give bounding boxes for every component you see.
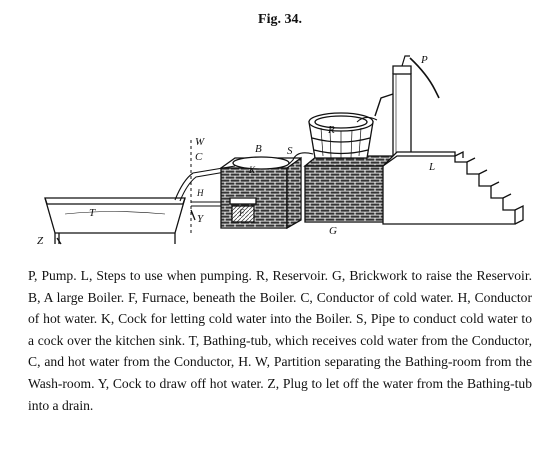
- boiler-furnace: [220, 156, 302, 230]
- label-y: Y: [197, 213, 205, 225]
- label-h: H: [196, 188, 204, 198]
- label-c: C: [195, 151, 203, 163]
- label-g: G: [329, 225, 337, 237]
- drain-plug: [56, 237, 62, 245]
- figure-caption: P, Pump. L, Steps to use when pumping. R…: [28, 268, 532, 413]
- conductor-pipes: [174, 165, 238, 207]
- label-b: B: [255, 143, 262, 155]
- label-l: L: [428, 161, 435, 173]
- label-s: S: [287, 145, 293, 157]
- label-z: Z: [37, 235, 44, 247]
- hot-water-cock: [190, 209, 196, 221]
- label-r: R: [327, 124, 335, 136]
- pump: [374, 55, 440, 167]
- label-t: T: [89, 207, 96, 219]
- figure-title: Fig. 34.: [258, 12, 302, 27]
- bathing-tub: [44, 197, 186, 244]
- label-w: W: [195, 136, 205, 148]
- reservoir-tub: [308, 112, 378, 159]
- label-k: K: [248, 165, 256, 175]
- steps: [382, 150, 524, 225]
- sink-pipe: [288, 152, 314, 165]
- label-f: F: [238, 208, 245, 218]
- label-p: P: [420, 54, 428, 66]
- bathroom-apparatus-illustration: P R W C B S K H Y F L G T Z: [37, 54, 524, 247]
